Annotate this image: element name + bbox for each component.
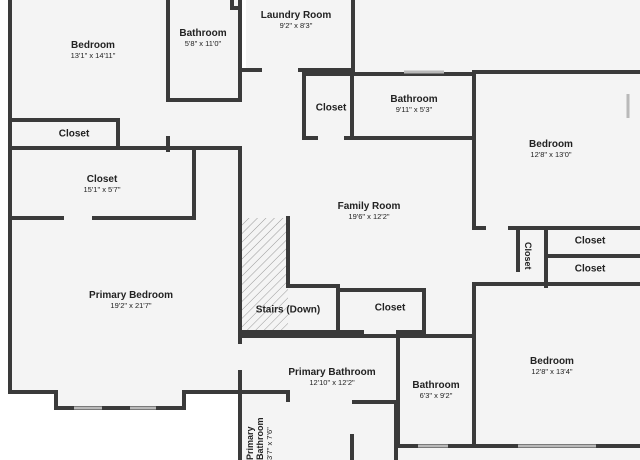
room-name: Stairs (Down) [255, 304, 321, 316]
room-dimensions: 13'1" x 14'11" [70, 50, 116, 60]
walls [8, 0, 640, 460]
room-name: Bedroom [530, 355, 574, 367]
room-dimensions: 12'10" x 12'2" [309, 377, 355, 387]
room-dimensions: 9'11" x 5'3" [395, 104, 433, 114]
room-dimensions: 12'8" x 13'0" [530, 149, 572, 159]
room-name: Closet [523, 242, 533, 270]
room-dimensions: 9'2" x 8'3" [279, 20, 313, 30]
room-closet-vertical: Closet [523, 242, 533, 276]
room-bathroom-s: Bathroom 6'3" x 9'2" [412, 380, 459, 400]
room-dimensions: 6'3" x 9'2" [419, 390, 453, 400]
room-closet-e2: Closet [575, 263, 606, 275]
room-dimensions: 5'8" x 11'0" [184, 38, 222, 48]
windows [74, 70, 630, 448]
room-family-room: Family Room 19'6" x 12'2" [338, 201, 401, 221]
room-primary-bathroom: Primary Bathroom 12'10" x 12'2" [288, 367, 375, 387]
stairs-hatch [242, 218, 288, 332]
room-primary-bathroom-small: Primary Bathroom 3'7" x 7'6" [245, 418, 274, 460]
room-name: Family Room [337, 200, 401, 212]
room-dimensions: 19'2" x 21'7" [110, 300, 152, 310]
room-name: Closet [58, 128, 90, 140]
room-name: Bedroom [529, 138, 573, 150]
room-closet-center-top: Closet [316, 102, 347, 114]
room-bedroom-nw: Bedroom 13'1" x 14'11" [71, 40, 116, 60]
room-name: Laundry Room [260, 9, 332, 21]
room-closet-center: Closet [375, 302, 406, 314]
room-closet-nw: Closet [59, 128, 90, 140]
room-stairs: Stairs (Down) [256, 304, 320, 316]
room-bedroom-se: Bedroom 12'8" x 13'4" [530, 356, 574, 376]
room-bedroom-ne: Bedroom 12'8" x 13'0" [529, 139, 573, 159]
room-primary-bedroom: Primary Bedroom 19'2" x 21'7" [89, 290, 173, 310]
room-name: Bathroom [179, 27, 227, 39]
room-name: Closet [374, 302, 406, 314]
room-dimensions: 15'1" x 5'7" [83, 184, 121, 194]
room-dimensions: 3'7" x 7'6" [264, 427, 274, 460]
room-name: Bedroom [71, 39, 115, 51]
room-bathroom-center: Bathroom 9'11" x 5'3" [390, 94, 437, 114]
room-name: Bathroom [412, 379, 460, 391]
room-bathroom-n: Bathroom 5'8" x 11'0" [179, 28, 226, 48]
room-closet-big: Closet 15'1" x 5'7" [84, 174, 121, 194]
room-dimensions: 12'8" x 13'4" [531, 366, 573, 376]
room-name: Closet [574, 263, 606, 275]
room-name: Bathroom [390, 93, 438, 105]
room-name: Closet [315, 102, 347, 114]
room-name: Primary Bedroom [89, 289, 173, 301]
room-name: Primary Bathroom [288, 366, 376, 378]
room-name: Closet [86, 173, 118, 185]
room-dimensions: 19'6" x 12'2" [348, 211, 390, 221]
room-name: Closet [574, 235, 606, 247]
room-laundry: Laundry Room 9'2" x 8'3" [261, 10, 332, 30]
room-closet-e1: Closet [575, 235, 606, 247]
